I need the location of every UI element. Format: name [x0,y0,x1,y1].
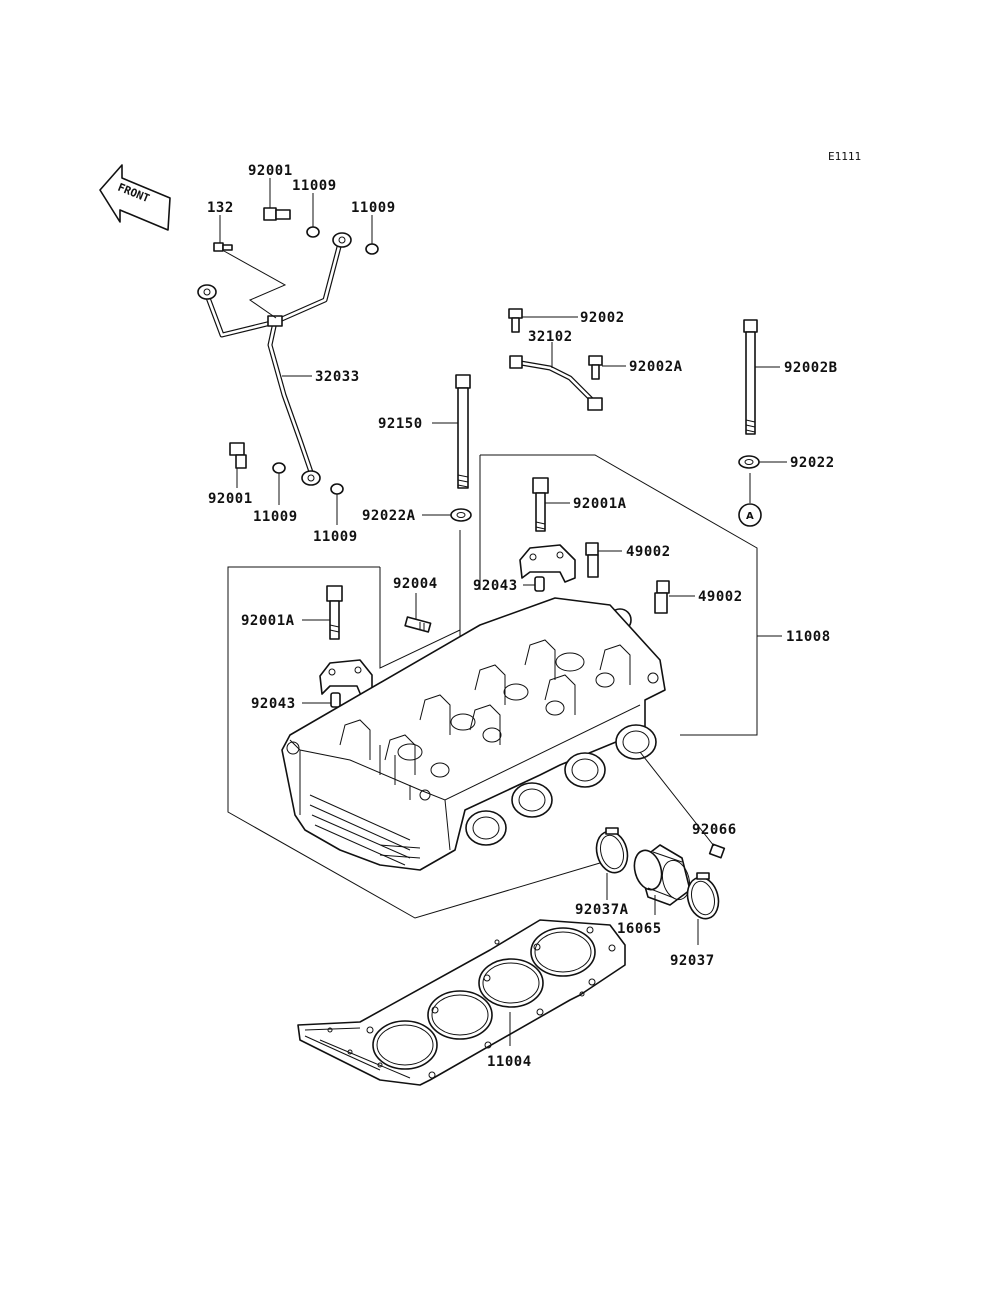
label-49002-a: 49002 [626,544,671,560]
fitting-49002-a [585,542,599,578]
label-49002-b: 49002 [698,589,743,605]
bolt-92001A-left [326,585,343,640]
label-92037: 92037 [670,953,715,969]
banjo-bolt-92001-bottom [229,442,247,469]
label-11009-d: 11009 [313,529,358,545]
long-bolt-92002B [743,319,758,435]
label-16065: 16065 [617,921,662,937]
label-32102: 32102 [528,329,573,345]
label-92002: 92002 [580,310,625,326]
label-11008: 11008 [786,629,831,645]
carb-holder-16065 [633,844,691,906]
dowel-92043-a [534,576,545,592]
assembly-frame-11008 [227,454,758,919]
label-92004: 92004 [393,576,438,592]
label-92022: 92022 [790,455,835,471]
label-11009-a: 11009 [292,178,337,194]
banjo-bolt-92001-top [263,207,291,221]
label-32033: 32033 [315,369,360,385]
banjo-eye-bottom [301,470,321,486]
stud-92004 [404,616,432,633]
clamp-92037 [686,872,720,920]
label-11004: 11004 [487,1054,532,1070]
cam-cap-top [519,544,576,583]
head-gasket-11004 [297,919,626,1086]
label-92002A: 92002A [629,359,683,375]
fitting-49002-b [654,580,670,614]
label-92043-a: 92043 [473,578,518,594]
label-11009-b: 11009 [351,200,396,216]
plug-92066 [708,843,726,859]
banjo-eye-top [332,232,352,248]
ref-marker-a-right [738,503,762,527]
diagram-code: E1111 [828,150,861,163]
washer-11009-b [365,243,379,255]
label-92002B: 92002B [784,360,838,376]
label-11009-c: 11009 [253,509,298,525]
label-92150: 92150 [378,416,423,432]
bolt-132 [213,242,233,252]
pipe-clamp [267,315,283,327]
label-92022A: 92022A [362,508,416,524]
label-92037A: 92037A [575,902,629,918]
label-92043-b: 92043 [251,696,296,712]
washer-11009-c [272,462,286,474]
label-92066: 92066 [692,822,737,838]
ref-marker-a-right-text: A [746,511,754,522]
label-92001-top: 92001 [248,163,293,179]
washer-11009-d [330,483,344,495]
long-bolt-92150 [455,374,471,489]
washer-92022A [450,508,472,522]
clamp-92037A [595,827,629,874]
oil-pipe-32102 [509,355,603,411]
washer-92022 [738,455,760,469]
bolt-92002 [508,308,523,333]
cylinder-head-11008 [281,597,666,871]
bolt-92002A [588,355,603,380]
front-direction-arrow: FRONT [99,164,171,231]
label-92001A-left: 92001A [241,613,295,629]
oil-pipe-assembly-32033 [197,232,352,486]
label-92001A-right: 92001A [573,496,627,512]
dowel-92043-b [330,692,341,708]
label-92001-bottom: 92001 [208,491,253,507]
bolt-92001A-right [532,477,549,532]
washer-11009-a [306,226,320,238]
label-132: 132 [207,200,234,216]
banjo-eye-left [197,284,217,300]
